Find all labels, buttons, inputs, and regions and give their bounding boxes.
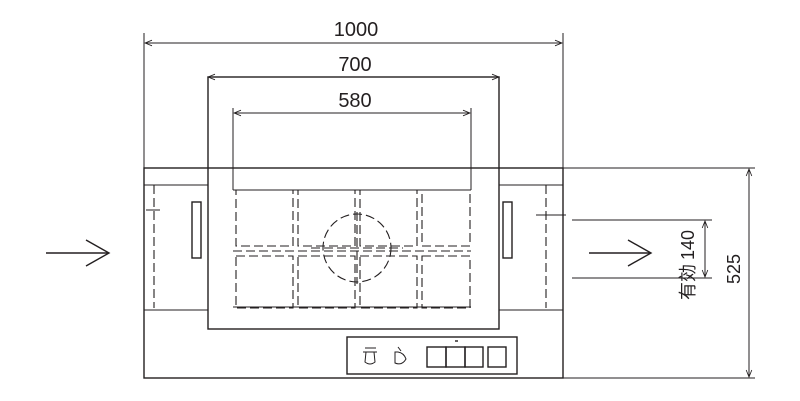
dimension-frame-width: 700 xyxy=(208,54,499,77)
machine-body xyxy=(143,167,564,379)
center-circle xyxy=(311,212,403,284)
display-cell-4 xyxy=(487,346,507,368)
dispense-icon xyxy=(394,346,407,365)
effective-label: 有効 xyxy=(678,264,698,300)
flow-arrow-right xyxy=(589,239,653,267)
dimension-depth: 525 xyxy=(563,167,755,379)
display-cell-2 xyxy=(445,346,466,368)
right-handle xyxy=(502,201,513,259)
display-cell-1 xyxy=(426,346,447,368)
dimension-label-525: 525 xyxy=(724,254,744,284)
control-panel xyxy=(346,336,518,375)
dashed-cell-grid xyxy=(233,189,471,309)
flow-arrow-left xyxy=(46,239,111,267)
dimension-label-1000: 1000 xyxy=(334,19,379,41)
left-handle xyxy=(191,201,202,259)
left-conveyor xyxy=(146,185,202,308)
dimension-label-140: 140 xyxy=(678,230,698,260)
frame-outline xyxy=(207,76,500,330)
dimension-inner-width: 580 xyxy=(232,90,472,190)
svg-text:有効140: 有効 140 xyxy=(678,230,698,300)
display-cell-3 xyxy=(464,346,484,368)
dimension-effective-height: 有効 140 xyxy=(572,219,712,300)
dimension-overall-width: 1000 xyxy=(143,19,564,168)
right-conveyor xyxy=(502,185,566,308)
pour-icon xyxy=(363,347,377,365)
dimension-label-580: 580 xyxy=(338,90,371,112)
dimension-label-700: 700 xyxy=(338,54,371,76)
